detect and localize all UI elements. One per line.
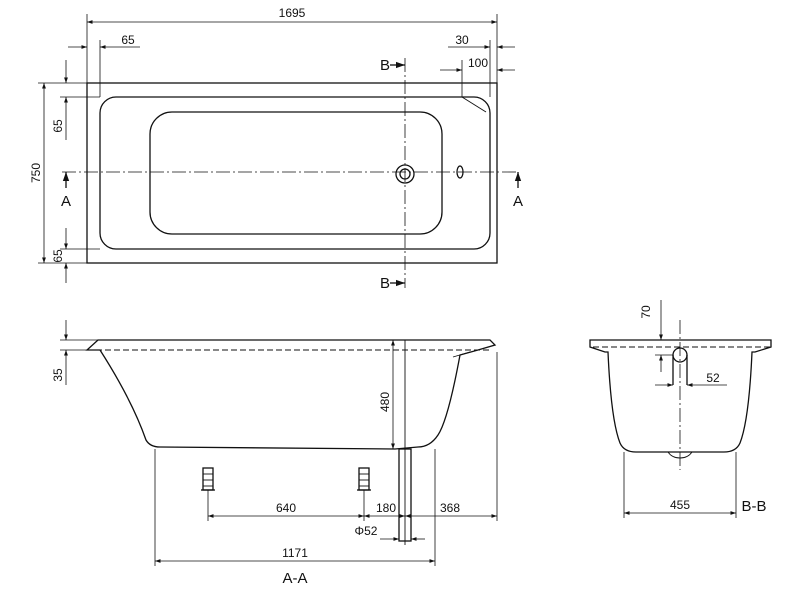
- dim-drain-end: 368: [440, 501, 460, 515]
- foot-right-icon: [357, 467, 371, 491]
- dim-drain-diameter: Φ52: [355, 524, 378, 538]
- tub-outer-rim: [86, 82, 498, 264]
- dim-rim-side-bottom: 65: [51, 249, 65, 263]
- dim-foot-spacing: 640: [276, 501, 296, 515]
- tub-inner-rim: [99, 96, 491, 250]
- section-a-label-right: A: [513, 193, 523, 210]
- dim-rim-height: 35: [51, 368, 65, 382]
- section-b-label-bottom: B: [380, 275, 390, 292]
- dim-rim-right: 30: [455, 33, 469, 47]
- dim-overflow-height: 70: [639, 305, 653, 319]
- dim-width: 750: [29, 163, 43, 183]
- end-view: 70 52 455 B-B: [589, 300, 772, 518]
- tub-end-profile: [589, 339, 772, 453]
- dim-bottom-width: 455: [670, 498, 690, 512]
- tub-side-profile: [85, 339, 497, 450]
- overflow-mark: [452, 351, 471, 358]
- dim-overflow-offset: 100: [468, 56, 488, 70]
- top-view: 1695 65 30 100 750 65 65 A: [29, 6, 523, 292]
- rim-corner-line: [461, 96, 487, 113]
- section-aa-title: A-A: [282, 570, 307, 587]
- drain-icon: [395, 164, 415, 184]
- section-bb-title: B-B: [741, 498, 766, 515]
- dim-end-drain-offset: 52: [706, 371, 720, 385]
- drain-inner-icon: [399, 168, 411, 180]
- overflow-icon: [456, 165, 464, 179]
- section-b-label-top: B: [380, 57, 390, 74]
- dim-drain-offset: 180: [376, 501, 396, 515]
- side-view: 35 480 640 180 368 Φ52 1171 A-A: [51, 320, 498, 587]
- dim-depth: 480: [378, 392, 392, 412]
- dim-rim-left: 65: [121, 33, 135, 47]
- tub-bottom: [149, 111, 443, 235]
- section-a-label-left: A: [61, 193, 71, 210]
- dim-length: 1695: [279, 6, 306, 20]
- dim-rim-side-top: 65: [51, 119, 65, 133]
- dim-base-length: 1171: [282, 546, 308, 560]
- foot-left-icon: [201, 467, 215, 491]
